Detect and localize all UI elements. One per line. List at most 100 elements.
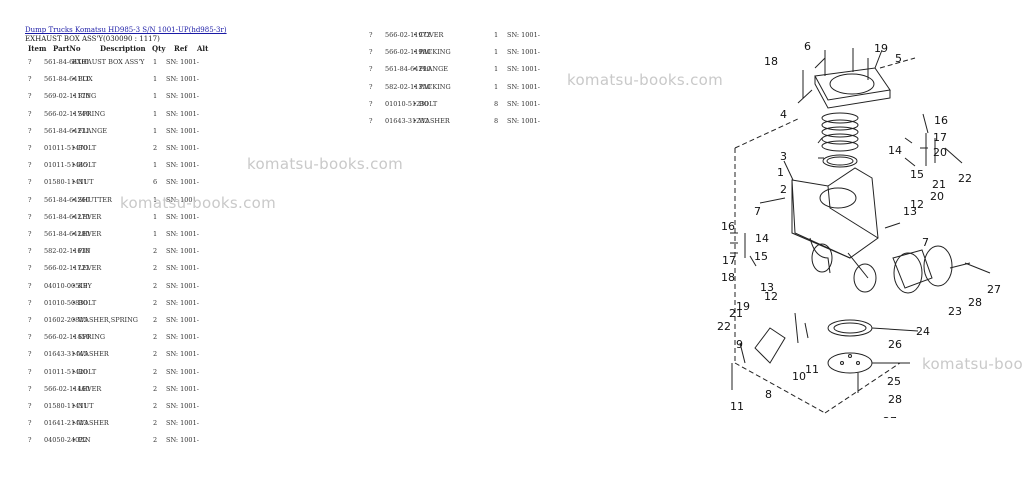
description-cell: • BOLT [413,99,438,108]
qty-cell: 1 [153,58,158,66]
part-number-cell: 01602-20825 [44,316,88,324]
watermark-text: komatsu-books.com [120,194,277,212]
item-cell: ? [28,316,32,324]
item-cell: ? [28,281,32,290]
qty-cell: 2 [153,316,158,324]
qty-cell: 6 [153,178,158,187]
item-cell: ? [28,333,32,342]
item-cell: ? [369,48,373,57]
part-number-cell: 01011-51470 [44,144,88,152]
serial-range-cell: SN: 1001- [166,230,199,238]
callout-number: 14 [755,232,769,245]
qty-cell: 1 [153,109,158,118]
serial-range-cell: SN: 1001- [166,58,199,66]
description-cell: • BOLT [72,298,97,307]
serial-range-cell: SN: 1001- [507,65,540,74]
part-number-cell: 01011-51420 [44,367,88,376]
description-cell: • BOLT [72,144,97,152]
description-cell: • LEVER [72,230,102,238]
item-cell: ? [369,65,373,74]
description-cell: • WASHER [72,419,109,428]
col-header-item: Item [28,44,47,53]
qty-cell: 8 [494,99,499,108]
part-number-cell: 561-84-64280 [44,230,90,238]
callout-number: 16 [934,114,948,127]
serial-range-cell: SN: 1001- [166,247,199,256]
qty-cell: 2 [153,281,158,290]
watermark-text: komatsu-books.com [567,71,724,89]
description-cell: • BOLT [72,367,97,376]
catalog-breadcrumb-link[interactable]: Dump Trucks Komatsu HD985-3 S/N 1001-UP(… [25,26,227,34]
serial-range-cell: SN: 1001- [166,144,199,152]
qty-cell: 1 [494,31,499,39]
description-cell: • FLANGE [72,126,108,135]
item-cell: ? [28,384,32,393]
part-number-cell: 561-84-64270 [44,212,90,221]
qty-cell: 8 [494,117,499,125]
callout-number: 20 [930,190,944,203]
part-number-cell: 04050-24022 [44,436,88,445]
item-cell: ? [28,195,32,204]
callout-number: 27 [987,283,1001,296]
serial-range-cell: SN: 1001- [166,195,199,204]
item-cell: ? [28,247,32,256]
part-number-cell: 582-02-11350 [385,82,431,91]
item-cell: ? [28,350,32,359]
part-number-cell: 01641-21423 [44,419,88,428]
serial-range-cell: SN: 1001- [166,264,199,273]
description-cell: • LEVER [72,264,102,273]
description-cell: • PACKING [413,48,451,57]
callout-number: 20 [933,146,947,159]
callout-number: 28 [888,393,902,406]
part-number-cell: 566-02-11980 [385,48,431,57]
description-cell: EXHAUST BOX ASS'Y [72,58,145,66]
qty-cell: 1 [153,75,158,84]
serial-range-cell: SN: 1001- [166,367,199,376]
description-cell: • PACKING [413,82,451,91]
callout-number: 18 [721,271,735,284]
callout-number: 9 [736,338,743,351]
part-number-cell: 566-02-11460 [44,384,90,393]
description-cell: • WASHER,SPRING [72,316,138,324]
callout-number: 11 [730,400,744,413]
callout-number: 19 [874,42,888,55]
qty-cell: 2 [153,384,158,393]
qty-cell: 1 [153,212,158,221]
callout-number: 7 [754,205,761,218]
item-cell: ? [28,178,32,187]
item-cell: ? [28,58,32,66]
callout-number: 11 [805,363,819,376]
callout-number: 21 [729,307,743,320]
description-cell: • WASHER [413,117,450,125]
part-number-cell: 01010-50830 [44,298,88,307]
description-cell: • SPRING [72,333,106,342]
description-cell: • SHUTTER [72,195,112,204]
col-header-ref: Ref [174,44,188,53]
callout-number: 24 [916,325,930,338]
callout-number: 2 [780,183,787,196]
serial-range-cell: SN: 1001- [166,298,199,307]
col-header-alt: Alt [197,44,209,53]
description-cell: • LEVER [72,384,102,393]
callout-number: 13 [903,205,917,218]
callout-number: 10 [792,370,806,383]
description-cell: • RING [72,92,97,101]
description-cell: • BOX [72,75,93,84]
qty-cell: 2 [153,247,158,256]
item-cell: ? [28,402,32,410]
part-number-cell: 561-84-64101 [44,58,90,66]
qty-cell: 2 [153,350,158,359]
serial-range-cell: SN: 1001- [507,48,540,57]
description-cell: • PIN [72,247,91,256]
part-number-cell: 04010-00519 [44,281,88,290]
serial-range-cell: SN: 1001- [166,178,199,187]
serial-range-cell: SN: 1001- [166,109,199,118]
callout-number: 19 [736,300,750,313]
assembly-title: EXHAUST BOX ASS'Y(030090 : 1117) [25,35,160,43]
part-number-cell: 566-02-11450 [44,333,90,342]
part-number-cell: 566-02-11740 [44,109,90,118]
part-number-cell: 569-02-11170 [44,92,90,101]
callout-number: 6 [804,40,811,53]
callout-number: 7 [922,236,929,249]
description-cell: • LEVER [72,212,102,221]
